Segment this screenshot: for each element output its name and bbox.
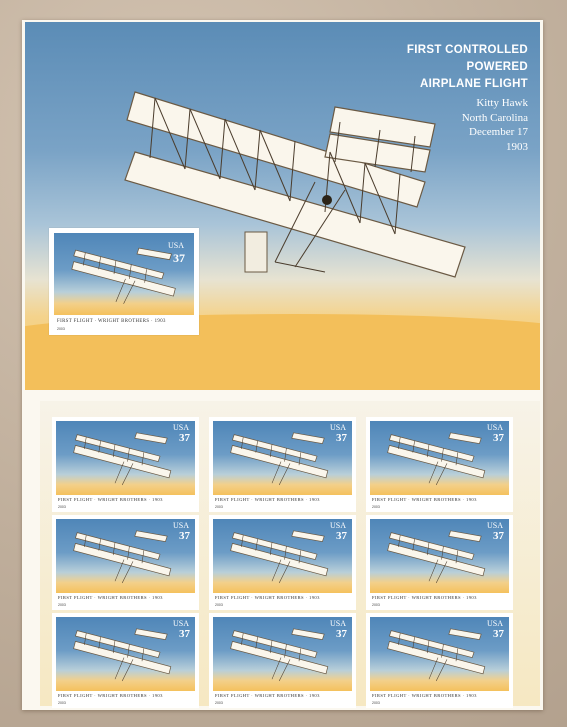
- stamp-denomination: 37: [179, 530, 190, 542]
- sheet-title: FIRST CONTROLLED POWERED AIRPLANE FLIGHT: [407, 42, 528, 93]
- pane-stamp-r3-c1[interactable]: USA 37 FIRST FLIGHT · WRIGHT BROTHERS · …: [52, 613, 199, 708]
- wright-flyer-icon: [387, 432, 486, 486]
- stamp-denomination: 37: [493, 628, 504, 640]
- stamp-denomination: 37: [179, 432, 190, 444]
- stamp-art: USA 37: [370, 421, 509, 495]
- stamp-country: USA: [172, 521, 189, 530]
- title-line: FIRST CONTROLLED: [406, 44, 528, 56]
- stamp-year: 2003: [58, 701, 66, 705]
- pane-stamp-r2-c3[interactable]: USA 37 FIRST FLIGHT · WRIGHT BROTHERS · …: [366, 515, 513, 610]
- stamp-caption: FIRST FLIGHT · WRIGHT BROTHERS · 1903: [57, 319, 166, 324]
- pane-stamp-r2-c2[interactable]: USA 37 FIRST FLIGHT · WRIGHT BROTHERS · …: [209, 515, 356, 610]
- stamp-caption: FIRST FLIGHT · WRIGHT BROTHERS · 1903: [58, 595, 163, 600]
- stamp-denomination: 37: [173, 251, 185, 265]
- stamp-art: USA 37: [56, 421, 195, 495]
- stamp-denomination: 37: [179, 628, 190, 640]
- wright-flyer-icon: [73, 530, 172, 584]
- stamp-country: USA: [486, 521, 503, 530]
- stamp-country: USA: [486, 423, 503, 432]
- wright-flyer-icon: [71, 247, 176, 304]
- stamp-caption: FIRST FLIGHT · WRIGHT BROTHERS · 1903: [58, 497, 163, 502]
- stamp-country: USA: [172, 619, 189, 628]
- pane-stamp-r1-c2[interactable]: USA 37 FIRST FLIGHT · WRIGHT BROTHERS · …: [209, 417, 356, 512]
- stamp-year: 2003: [372, 505, 380, 509]
- wright-flyer-icon: [124, 91, 466, 278]
- stamp-caption: FIRST FLIGHT · WRIGHT BROTHERS · 1903: [215, 497, 320, 502]
- wright-flyer-icon: [387, 628, 486, 682]
- place-line: Kitty Hawk: [476, 97, 528, 109]
- stamp-art: USA 37: [54, 233, 194, 315]
- stamp-art: USA 37: [213, 519, 352, 593]
- stamp-art: USA 37: [213, 421, 352, 495]
- stamp-year: 2003: [57, 327, 65, 331]
- wright-flyer-icon: [73, 432, 172, 486]
- stamp-caption: FIRST FLIGHT · WRIGHT BROTHERS · 1903: [58, 693, 163, 698]
- stamp-art: USA 37: [213, 617, 352, 691]
- stamp-year: 2003: [215, 603, 223, 607]
- wright-flyer-icon: [387, 530, 486, 584]
- wright-flyer-icon: [230, 432, 329, 486]
- stamp-denomination: 37: [493, 530, 504, 542]
- pane-stamp-r3-c3[interactable]: USA 37 FIRST FLIGHT · WRIGHT BROTHERS · …: [366, 613, 513, 708]
- stamp-denomination: 37: [336, 628, 347, 640]
- stamp-denomination: 37: [336, 530, 347, 542]
- place-line: 1903: [506, 140, 528, 153]
- title-line: POWERED: [466, 61, 528, 73]
- stamp-country: USA: [486, 619, 503, 628]
- single-stamp[interactable]: USA 37 FIRST FLIGHT · WRIGHT BROTHERS · …: [49, 228, 199, 335]
- stamp-year: 2003: [58, 505, 66, 509]
- stamp-year: 2003: [215, 701, 223, 705]
- stamp-caption: FIRST FLIGHT · WRIGHT BROTHERS · 1903: [215, 693, 320, 698]
- stamp-country: USA: [329, 521, 346, 530]
- stamp-country: USA: [329, 423, 346, 432]
- stamp-caption: FIRST FLIGHT · WRIGHT BROTHERS · 1903: [215, 595, 320, 600]
- stamp-year: 2003: [215, 505, 223, 509]
- wright-flyer-icon: [230, 530, 329, 584]
- stamp-year: 2003: [58, 603, 66, 607]
- sheet-illustration: FIRST CONTROLLED POWERED AIRPLANE FLIGHT…: [25, 22, 540, 390]
- stamp-art: USA 37: [370, 519, 509, 593]
- pane-stamp-r1-c1[interactable]: USA 37 FIRST FLIGHT · WRIGHT BROTHERS · …: [52, 417, 199, 512]
- place-line: December 17: [469, 126, 528, 138]
- stamp-art: USA 37: [370, 617, 509, 691]
- stamp-art: USA 37: [56, 519, 195, 593]
- place-line: North Carolina: [461, 111, 528, 124]
- pane-stamp-r1-c3[interactable]: USA 37 FIRST FLIGHT · WRIGHT BROTHERS · …: [366, 417, 513, 512]
- pane-stamp-r2-c1[interactable]: USA 37 FIRST FLIGHT · WRIGHT BROTHERS · …: [52, 515, 199, 610]
- stamp-denomination: 37: [336, 432, 347, 444]
- stamp-country: USA: [172, 423, 189, 432]
- pane-stamp-r3-c2[interactable]: USA 37 FIRST FLIGHT · WRIGHT BROTHERS · …: [209, 613, 356, 708]
- stamp-caption: FIRST FLIGHT · WRIGHT BROTHERS · 1903: [372, 693, 477, 698]
- stamp-art: USA 37: [56, 617, 195, 691]
- stamp-caption: FIRST FLIGHT · WRIGHT BROTHERS · 1903: [372, 595, 477, 600]
- stamp-country: USA: [167, 241, 184, 250]
- stamp-pane: USA 37 FIRST FLIGHT · WRIGHT BROTHERS · …: [40, 401, 540, 708]
- stamp-year: 2003: [372, 701, 380, 705]
- title-line: AIRPLANE FLIGHT: [420, 78, 528, 90]
- stamp-country: USA: [329, 619, 346, 628]
- stamp-denomination: 37: [493, 432, 504, 444]
- stamp-year: 2003: [372, 603, 380, 607]
- sheet-location: Kitty Hawk North Carolina December 17 19…: [462, 96, 528, 154]
- stamp-caption: FIRST FLIGHT · WRIGHT BROTHERS · 1903: [372, 497, 477, 502]
- wright-flyer-icon: [73, 628, 172, 682]
- wright-flyer-icon: [230, 628, 329, 682]
- stamp-sheet: FIRST CONTROLLED POWERED AIRPLANE FLIGHT…: [22, 20, 543, 710]
